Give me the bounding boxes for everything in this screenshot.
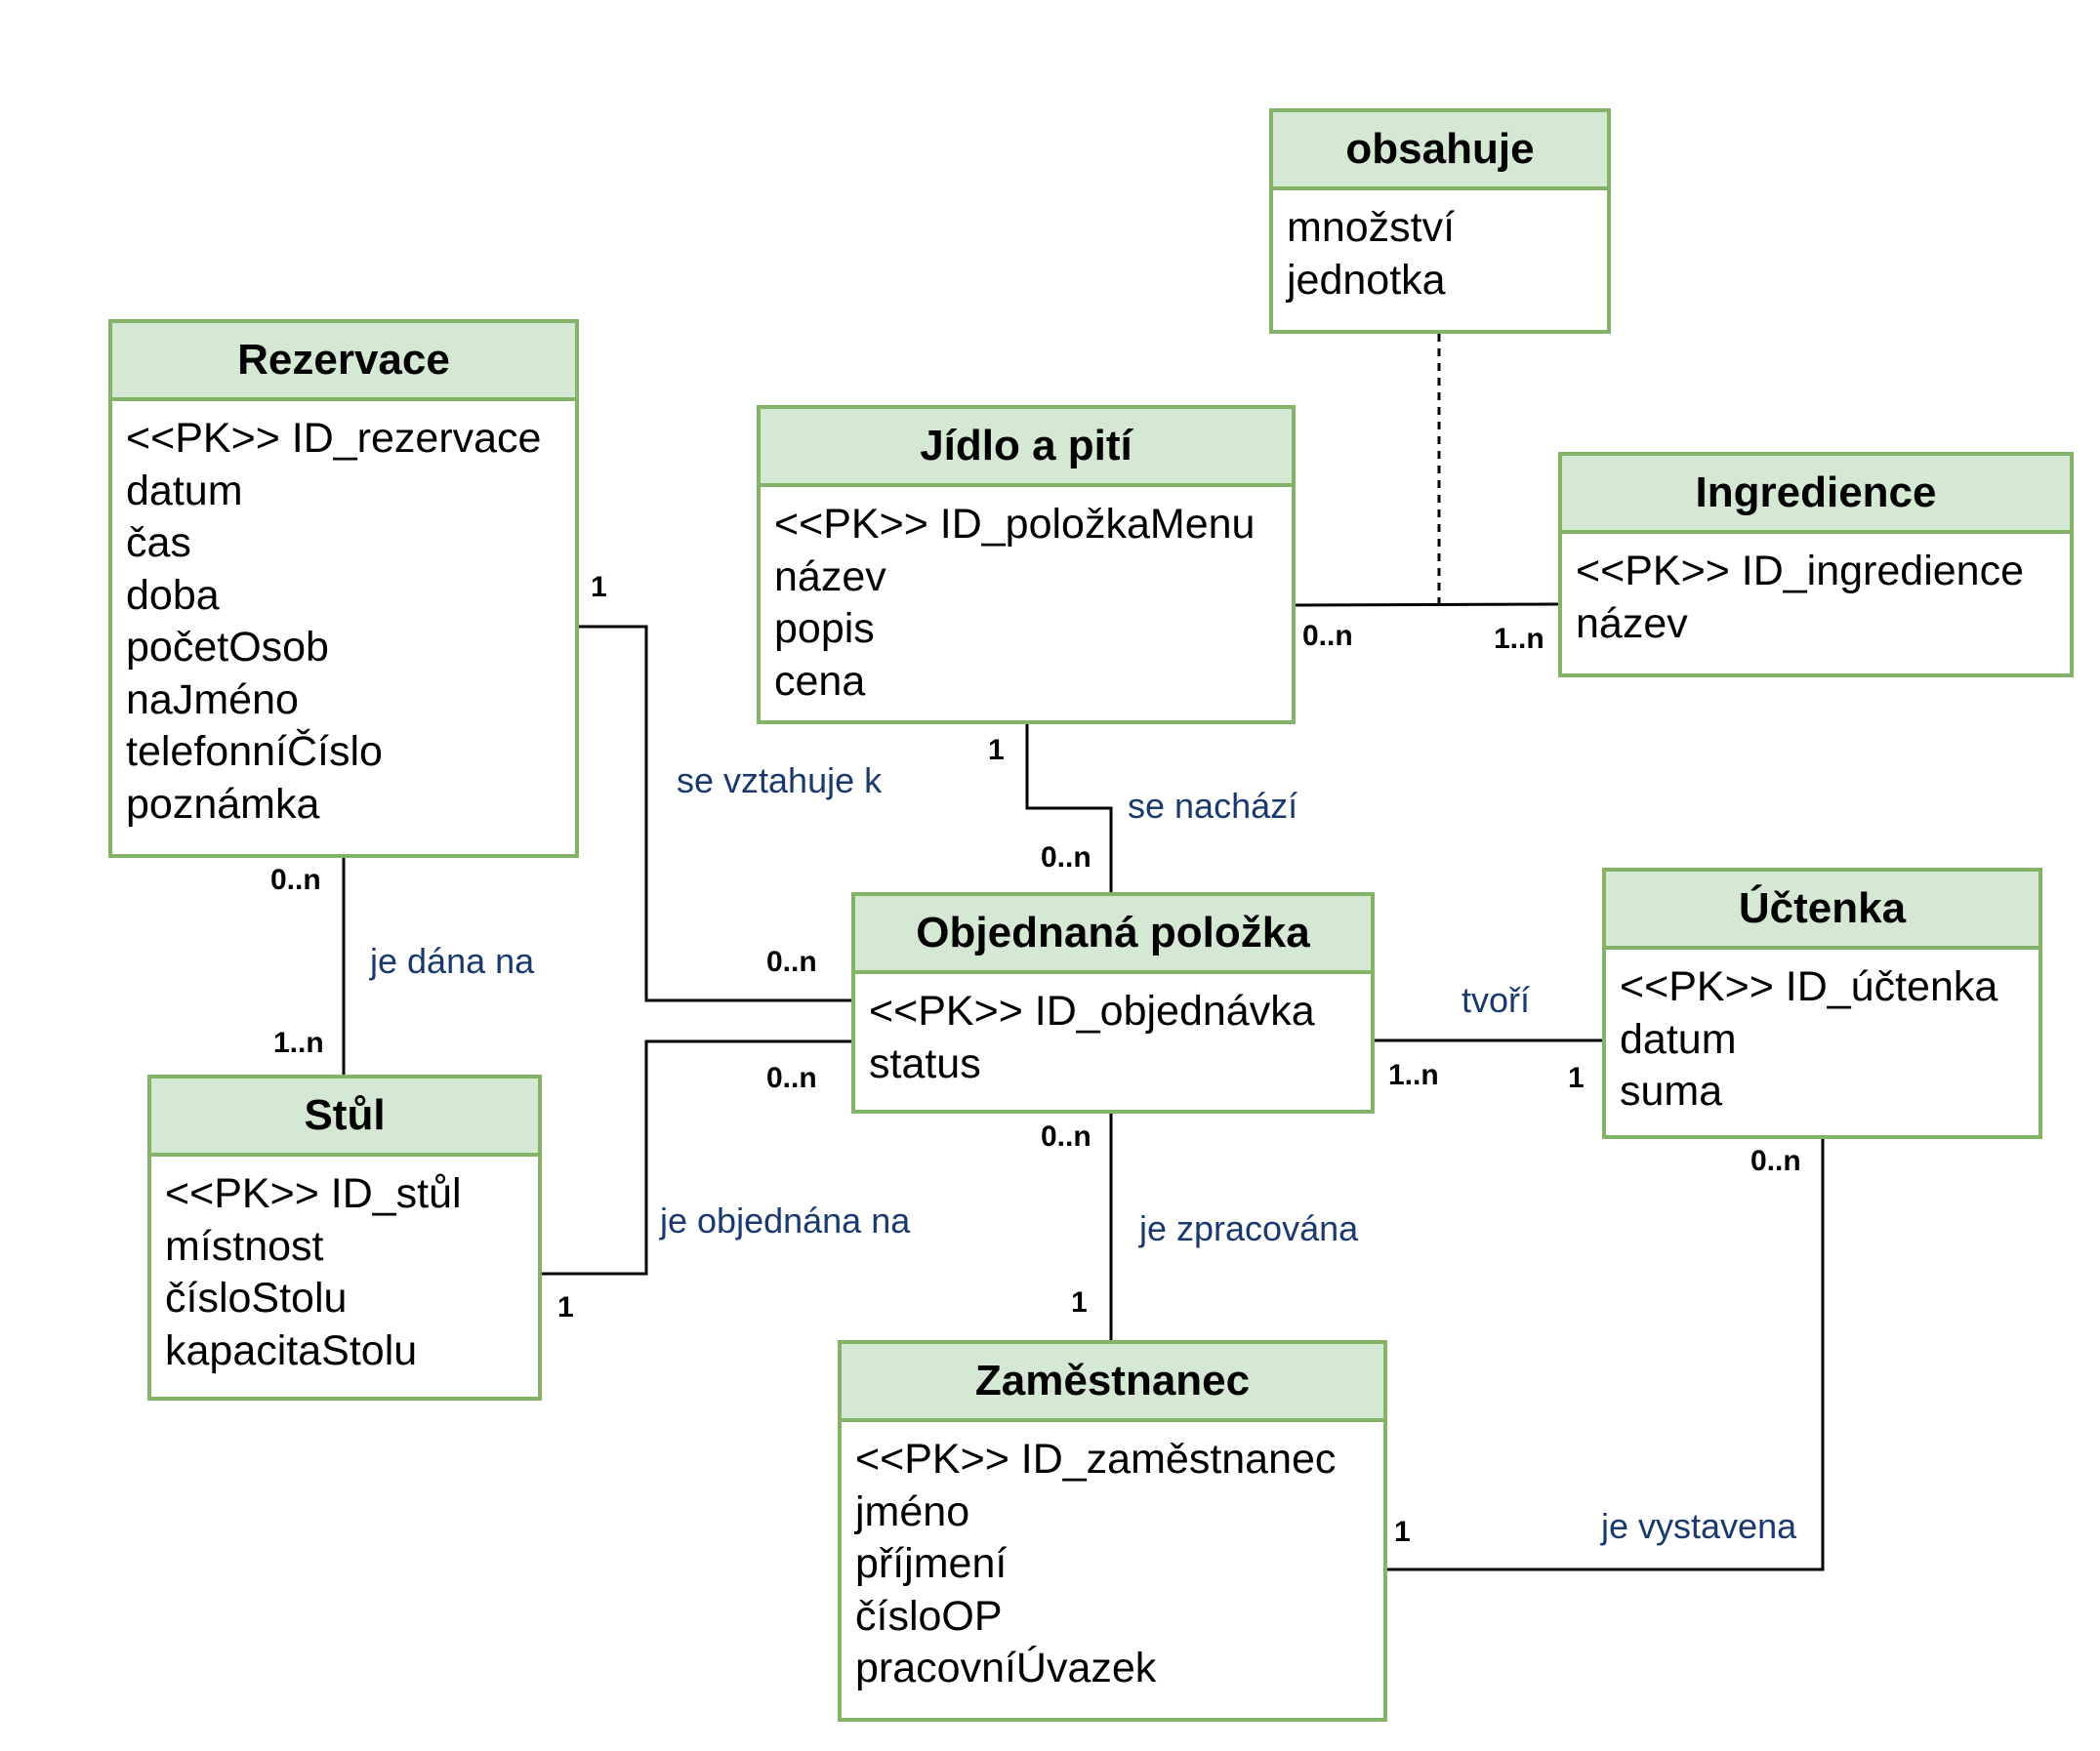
- attribute-pk: <<PK>> ID_položkaMenu: [774, 501, 1256, 548]
- cardinality-stul-rezervace: 1..n: [273, 1027, 324, 1059]
- entity-zamestnanec[interactable]: Zaměstnanec <<PK>> ID_zaměstnanec jméno …: [838, 1340, 1387, 1722]
- attribute: suma: [1620, 1068, 1723, 1115]
- attribute: početOsob: [126, 624, 329, 671]
- attribute-pk: <<PK>> ID_ingredience: [1576, 548, 2024, 594]
- relationship-label-je-vystavena: je vystavena: [1601, 1506, 1797, 1546]
- attribute: datum: [126, 467, 243, 514]
- cardinality-obj-zamestnanec: 0..n: [1041, 1120, 1091, 1153]
- attribute: cena: [774, 657, 866, 705]
- entity-ingredience[interactable]: Ingredience <<PK>> ID_ingredience název: [1558, 452, 2074, 677]
- relationship-label-se-nachazi: se nachází: [1128, 786, 1298, 826]
- attribute: pracovníÚvazek: [855, 1645, 1157, 1691]
- attribute: čísloStolu: [165, 1275, 348, 1322]
- line-rezervace-objednana: [578, 625, 853, 1002]
- cardinality-obj-rezervace: 0..n: [766, 946, 817, 978]
- line-jidlo-objednana: [1025, 723, 1113, 892]
- attribute: čas: [126, 519, 191, 566]
- entity-uctenka[interactable]: Účtenka <<PK>> ID_účtenka datum suma: [1602, 868, 2042, 1139]
- entity-title: obsahuje: [1273, 112, 1607, 190]
- attribute: čísloOP: [855, 1592, 1003, 1640]
- line-jidlo-ingredience: [1293, 602, 1559, 607]
- cardinality-jidlo-obj: 1: [988, 734, 1005, 766]
- cardinality-obj-jidlo: 0..n: [1041, 841, 1091, 874]
- entity-title: Zaměstnanec: [842, 1344, 1383, 1422]
- attribute-pk: <<PK>> ID_rezervace: [126, 415, 542, 462]
- cardinality-rezervace-stul: 0..n: [270, 864, 321, 896]
- attribute: jednotka: [1287, 256, 1446, 304]
- attribute: poznámka: [126, 780, 320, 828]
- attribute: jméno: [855, 1487, 970, 1535]
- entity-title: Účtenka: [1606, 872, 2038, 950]
- attribute-pk: <<PK>> ID_účtenka: [1620, 963, 1998, 1010]
- attribute-pk: <<PK>> ID_objednávka: [869, 988, 1315, 1035]
- cardinality-zamestnanec-uctenka: 1: [1394, 1516, 1411, 1548]
- line-stul-objednana: [540, 1039, 853, 1276]
- relationship-label-tvori: tvoří: [1462, 980, 1531, 1020]
- attribute: popis: [774, 605, 875, 652]
- cardinality-ingredience-jidlo: 1..n: [1494, 623, 1544, 655]
- relationship-label-je-zpracovana: je zpracována: [1139, 1208, 1359, 1248]
- cardinality-obj-stul: 0..n: [766, 1062, 817, 1094]
- entity-title: Jídlo a pití: [761, 409, 1292, 487]
- attribute: naJméno: [126, 675, 299, 723]
- entity-obsahuje[interactable]: obsahuje množství jednotka: [1269, 108, 1611, 334]
- attribute-pk: <<PK>> ID_stůl: [165, 1170, 462, 1217]
- cardinality-rezervace-obj: 1: [591, 571, 607, 603]
- attribute: doba: [126, 571, 220, 619]
- attribute: příjmení: [855, 1540, 1008, 1587]
- entity-rezervace[interactable]: Rezervace <<PK>> ID_rezervace datum čas …: [108, 319, 579, 858]
- cardinality-zamestnanec-obj: 1: [1071, 1286, 1088, 1319]
- cardinality-jidlo-ingredience: 0..n: [1302, 620, 1353, 652]
- relationship-label-se-vztahuje-k: se vztahuje k: [677, 760, 883, 800]
- attribute: název: [1576, 599, 1688, 647]
- cardinality-obj-uctenka: 1..n: [1388, 1059, 1439, 1091]
- entity-jidlo-a-piti[interactable]: Jídlo a pití <<PK>> ID_položkaMenu název…: [757, 405, 1296, 724]
- entity-title: Stůl: [151, 1079, 538, 1157]
- entity-title: Ingredience: [1562, 456, 2070, 534]
- entity-stul[interactable]: Stůl <<PK>> ID_stůl místnost čísloStolu …: [147, 1075, 542, 1401]
- attribute: telefonníČíslo: [126, 728, 383, 775]
- cardinality-stul-obj: 1: [557, 1291, 574, 1323]
- entity-title: Objednaná položka: [855, 896, 1371, 974]
- attribute: množství: [1287, 204, 1456, 251]
- attribute: datum: [1620, 1015, 1737, 1063]
- attribute: název: [774, 552, 886, 600]
- relationship-label-je-objednana-na: je objednána na: [660, 1201, 911, 1241]
- attribute-pk: <<PK>> ID_zaměstnanec: [855, 1436, 1337, 1483]
- entity-title: Rezervace: [112, 323, 575, 401]
- relationship-label-je-dana-na: je dána na: [370, 941, 535, 981]
- attribute: kapacitaStolu: [165, 1326, 418, 1374]
- entity-objednana-polozka[interactable]: Objednaná položka <<PK>> ID_objednávka s…: [851, 892, 1375, 1114]
- attribute: místnost: [165, 1222, 324, 1270]
- cardinality-uctenka-obj: 1: [1568, 1062, 1585, 1094]
- attribute: status: [869, 1039, 981, 1087]
- line-uctenka-zamestnanec: [1384, 1137, 1825, 1571]
- cardinality-uctenka-zamestnanec: 0..n: [1750, 1145, 1801, 1177]
